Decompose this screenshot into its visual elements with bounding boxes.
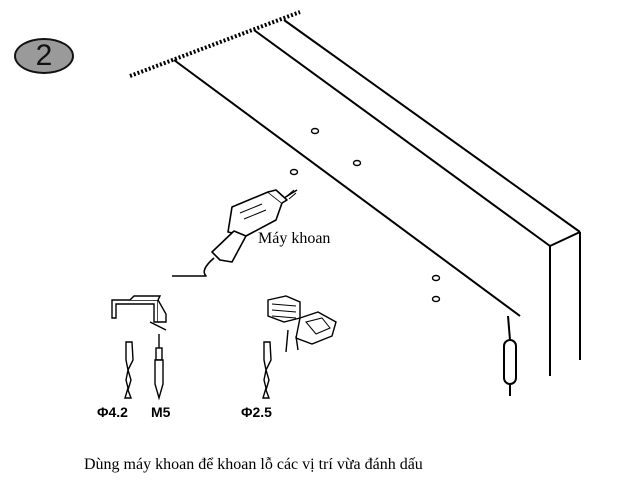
instruction-caption: Dùng máy khoan để khoan lỗ các vị trí vừ… (84, 456, 423, 473)
hole-mark (310, 127, 320, 135)
bit-set-right (262, 295, 337, 399)
drill-holes (289, 127, 441, 303)
bit-label-m5: M5 (151, 404, 171, 420)
hole-mark (352, 159, 362, 167)
bit-label-phi42: Φ4.2 (97, 404, 128, 420)
bit-set-left (111, 295, 167, 401)
power-cable (503, 315, 517, 396)
hole-mark (431, 295, 441, 303)
hole-mark (431, 274, 441, 282)
cornice-box (173, 19, 581, 376)
drill-illustration (172, 189, 298, 277)
step-number-badge: 2 (14, 38, 74, 74)
step-number: 2 (35, 39, 53, 72)
drill-label: Máy khoan (258, 230, 331, 247)
hole-mark (289, 168, 299, 176)
bit-label-phi25: Φ2.5 (241, 404, 272, 420)
